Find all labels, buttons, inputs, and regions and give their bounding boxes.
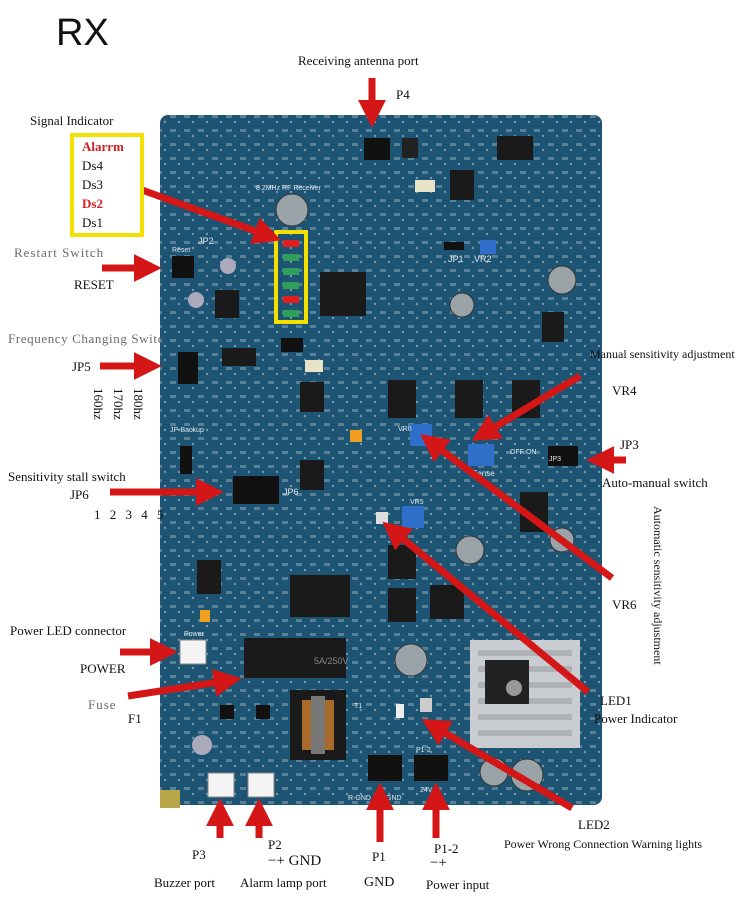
legend-ds4: Ds4 xyxy=(82,158,103,173)
label-automatic-sensitivity: Automatic sensitivity adjustment xyxy=(651,506,665,665)
label-p2-polarity: −+ GND xyxy=(268,853,322,869)
alarm-lamp-connector xyxy=(247,772,275,798)
reset-switch xyxy=(172,256,194,278)
led-ds4 xyxy=(283,254,299,261)
label-power-wrong: Power Wrong Connection Warning lights xyxy=(504,837,703,851)
label-sensitivity-stall: Sensitivity stall switch xyxy=(8,469,126,484)
label-manual-sensitivity: Manual sensitivity adjustment xyxy=(590,347,735,361)
label-fuse: Fuse xyxy=(88,697,117,712)
label-power: POWER xyxy=(80,661,126,676)
silk-jp-backup: JP-Backup xyxy=(170,427,204,434)
vr4-pot xyxy=(468,444,494,466)
label-signal-indicator: Signal Indicator xyxy=(30,113,114,128)
led-ds1 xyxy=(283,310,299,317)
fuse-holder xyxy=(244,638,346,678)
arrow-vr6 xyxy=(420,434,615,581)
label-alarm-lamp-port: Alarm lamp port xyxy=(240,875,327,890)
label-receiving-antenna: Receiving antenna port xyxy=(298,53,419,68)
label-buzzer-port: Buzzer port xyxy=(154,875,216,890)
silk-fuse-rating: 5A/250V xyxy=(314,656,349,666)
silk-jp2: JP2 xyxy=(198,236,214,246)
silk-vr2: VR2 xyxy=(474,254,492,264)
silk-jp3: JP3 xyxy=(549,456,561,463)
pcb-board xyxy=(160,115,602,808)
led-ds3 xyxy=(283,268,299,275)
label-p4: P4 xyxy=(396,87,410,102)
diagram-title: RX xyxy=(56,12,109,54)
jp6-jumper xyxy=(233,476,279,504)
p1-2-terminal xyxy=(414,755,448,781)
silk-gnd: GND xyxy=(386,795,402,802)
silk-p1-2: P1-2 xyxy=(416,747,431,754)
arrow-signal-indicator xyxy=(140,186,282,244)
legend-alarm: Alarrm xyxy=(82,139,124,154)
arrow-fuse xyxy=(127,668,242,700)
label-power-indicator: Power Indicator xyxy=(594,711,678,726)
signal-led-highlight xyxy=(274,230,308,324)
board-components xyxy=(172,136,580,798)
silk-24v: 24V xyxy=(420,787,433,794)
label-jp3: JP3 xyxy=(620,437,639,452)
pointer-arrows xyxy=(100,78,626,842)
label-auto-manual-switch: Auto-manual switch xyxy=(602,475,708,490)
silk-jp1: JP1 xyxy=(448,254,464,264)
label-p1: P1 xyxy=(372,849,386,864)
capacitor-top xyxy=(275,193,309,227)
label-frequency-switch: Frequency Changing Switc xyxy=(8,331,164,346)
ic-top xyxy=(450,170,474,200)
jp3-jumper xyxy=(548,446,578,466)
arrow-led2 xyxy=(421,719,574,812)
label-restart-switch: Restart Switch xyxy=(14,245,105,260)
board-silkscreen: 8.2MHz RF Receiver JP2 Reset JP1 VR2 JP-… xyxy=(170,185,561,802)
silk-off-on: OFF ON xyxy=(510,449,536,456)
label-reset: RESET xyxy=(74,277,114,292)
silk-vr5: VR5 xyxy=(410,499,424,506)
led-alarm xyxy=(283,240,299,247)
silk-title: 8.2MHz RF Receiver xyxy=(256,185,322,192)
vr5-pot xyxy=(402,506,424,528)
buzzer-connector xyxy=(207,772,235,798)
power-led-connector xyxy=(179,639,207,665)
label-jp5: JP5 xyxy=(72,359,91,374)
legend-ds3: Ds3 xyxy=(82,177,103,192)
silk-t1: T1 xyxy=(354,703,362,710)
silk-sense: Sense xyxy=(472,469,495,478)
label-p1-2-polarity: −+ xyxy=(430,855,447,871)
ic-lower xyxy=(290,575,350,617)
label-vr6: VR6 xyxy=(612,597,637,612)
silk-jp6: JP6 xyxy=(283,487,299,497)
label-jp6: JP6 xyxy=(70,487,89,502)
label-stall-numbers: 1 2 3 4 5 xyxy=(94,507,167,522)
jp5-jumper xyxy=(178,352,198,384)
label-f1: F1 xyxy=(128,711,142,726)
label-vr4: VR4 xyxy=(612,383,637,398)
label-p1-2: P1-2 xyxy=(434,841,459,856)
legend-ds1: Ds1 xyxy=(82,215,103,230)
arrow-led1 xyxy=(382,521,591,695)
label-p2: P2 xyxy=(268,837,282,852)
label-160hz: 160hz xyxy=(91,388,106,420)
ic-top-right xyxy=(497,136,533,160)
silk-r-gnd: R-GND xyxy=(348,795,371,802)
label-gnd: GND xyxy=(364,875,395,890)
ic-center xyxy=(320,272,366,316)
silk-reset: Reset xyxy=(172,247,190,254)
signal-indicator-legend: Alarrm Ds4 Ds3 Ds2 Ds1 xyxy=(70,133,144,237)
legend-ds2: Ds2 xyxy=(82,196,103,211)
label-led2: LED2 xyxy=(578,817,610,832)
silk-vr6: VR6 xyxy=(398,426,412,433)
label-power-input: Power input xyxy=(426,877,490,892)
label-led1: LED1 xyxy=(600,693,632,708)
label-power-led-connector: Power LED connector xyxy=(10,623,127,638)
label-p3: P3 xyxy=(192,847,206,862)
p4-antenna-connector xyxy=(364,138,390,160)
arrow-vr4 xyxy=(471,372,582,442)
label-170hz: 170hz xyxy=(111,388,126,420)
led-ds2 xyxy=(283,282,299,289)
silk-power: Power xyxy=(184,631,205,638)
label-180hz: 180hz xyxy=(131,388,146,420)
p1-terminal xyxy=(368,755,402,781)
